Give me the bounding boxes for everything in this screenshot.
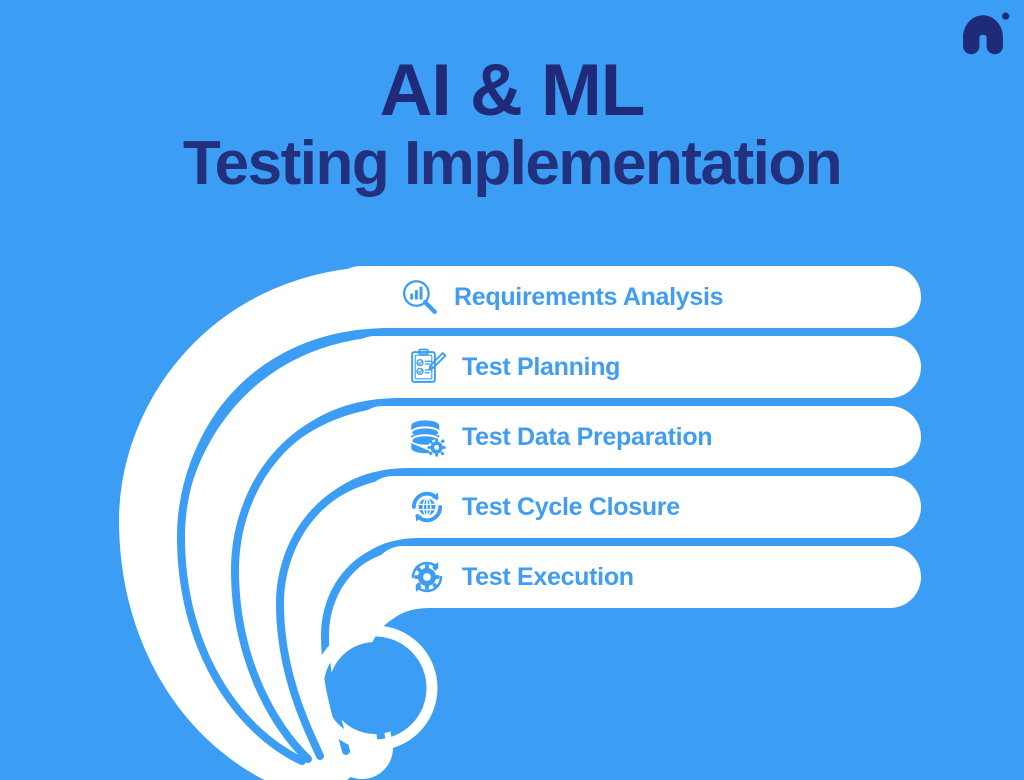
spacer [372,577,406,578]
magnifier-bar-chart-icon [402,280,437,315]
arch-a-logo [963,12,1010,55]
spacer [344,367,406,368]
spacer [330,297,398,298]
list-item-label: Requirements Analysis [454,282,724,311]
spacer [362,507,406,508]
database-gear-icon [410,420,446,457]
list-item[interactable]: Test Execution [372,546,890,608]
spacer [352,437,406,438]
clipboard-pencil-icon [411,348,447,383]
list-item-label: Test Execution [462,562,634,591]
list-item-label: Test Data Preparation [462,422,713,451]
list-item[interactable]: Requirements Analysis [330,266,890,328]
globe-refresh-icon [411,491,443,523]
list-item[interactable]: Test Cycle Closure [362,476,890,538]
header-block: AI & ML Testing Implementation [0,50,1024,199]
list-item-label: Test Planning [462,352,621,381]
page-title: AI & ML [379,50,646,131]
list-item[interactable]: Test Data Preparation [352,406,890,468]
spiral-end-ring [312,625,438,751]
list-item-label: Test Cycle Closure [462,492,680,521]
list-item[interactable]: Test Planning [344,336,890,398]
page-subtitle: Testing Implementation [182,129,843,199]
gear-refresh-icon [411,561,443,593]
